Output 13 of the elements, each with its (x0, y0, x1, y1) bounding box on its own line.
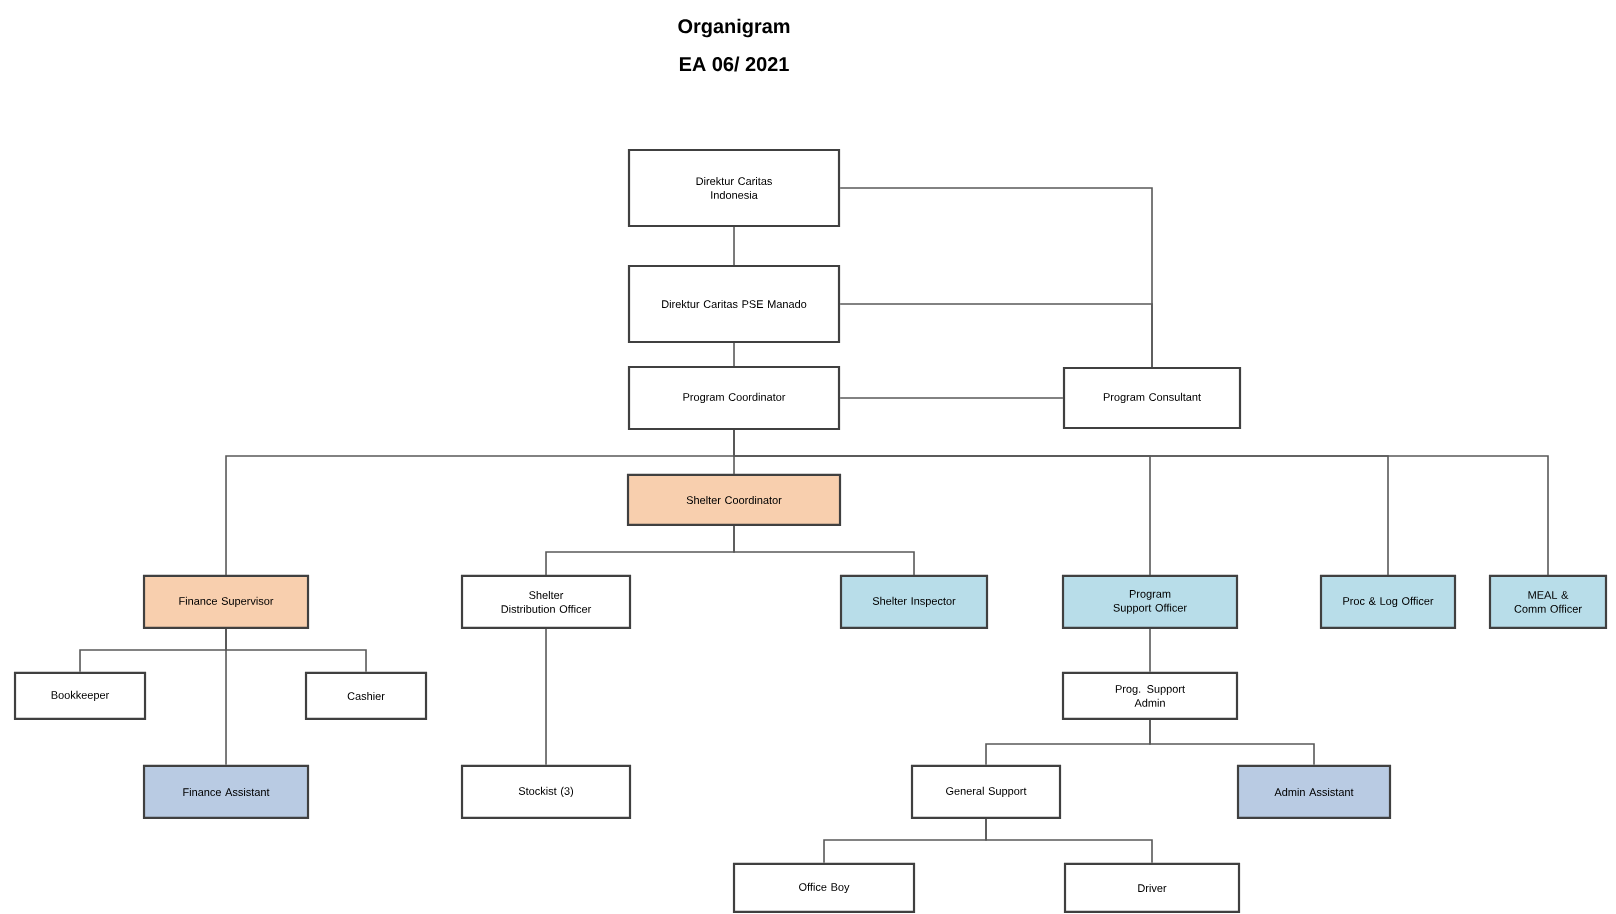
connector-line (545, 628, 547, 766)
connector-line (1149, 628, 1151, 673)
connector-line (1149, 719, 1315, 766)
connector-line (733, 429, 1549, 576)
connector-line (839, 397, 1064, 399)
connector-line (733, 342, 735, 367)
connector-line (733, 525, 915, 576)
connector-line (839, 303, 1153, 368)
subtitle: EA 06/ 2021 (679, 56, 789, 72)
connector-line (225, 628, 227, 766)
connector-line (985, 818, 1153, 864)
connector-line (733, 226, 735, 266)
title: Organigram (678, 18, 790, 38)
